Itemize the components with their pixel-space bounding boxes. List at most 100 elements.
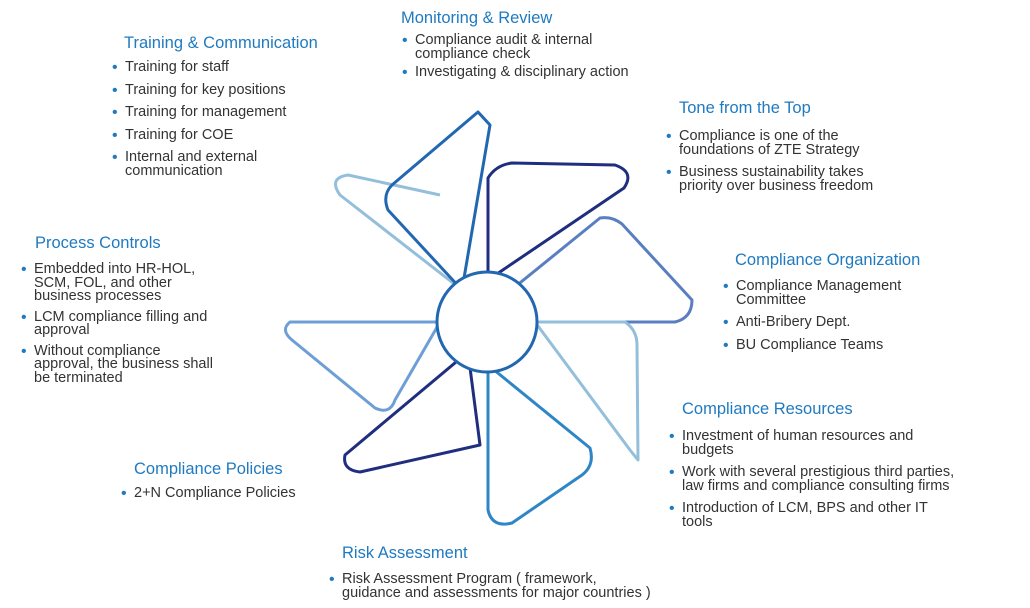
list-item: • Training for COE [111,126,318,144]
item-line: Compliance audit & internal [415,32,593,48]
bullet-icon: • [669,500,675,517]
bullet-icon: • [723,314,729,331]
bullet-icon: • [723,278,729,295]
pinwheel-blade-top-right [486,161,630,282]
item-line: law firms and compliance consulting firm… [682,477,950,494]
item-line: Compliance is one of the [679,128,839,144]
bullet-icon: • [669,428,675,445]
item-line: Anti-Bribery Dept. [736,314,851,330]
item-line: communication [125,162,223,179]
list-item: • Work with several prestigious third par… [668,464,955,494]
section-tone-from-the-top: Tone from the Top • Compliance is one of … [665,98,873,198]
item-line: approval, the business shall [34,356,213,372]
pinwheel-blade-top-left-light [334,173,463,292]
item-line: Compliance Management [736,278,902,294]
section-title: Compliance Organization [735,251,921,269]
bullet-icon: • [669,464,675,481]
section-compliance-organization: Compliance Organization • Compliance Mana… [722,250,920,357]
section-risk-assessment: Risk Assessment • Risk Assessment Program… [328,543,651,605]
item-line: priority over business freedom [679,177,874,194]
bullet-icon: • [723,336,729,354]
section-title: Compliance Policies [134,460,283,478]
bullet-icon: • [21,308,27,326]
list-item: •Training for key positions [111,81,318,98]
item-line: business processes [34,288,162,304]
pinwheel-blade-bottom-left [343,350,482,474]
item-line: Training for management [125,104,287,120]
bullet-icon: • [112,149,118,166]
bullet-icon: • [666,164,672,181]
section-title: Training & Communication [124,34,318,52]
item-line: approval [34,322,90,338]
item-line: Training for staff [125,59,229,75]
list-item: • Embedded into HR-HOL,SCM, FOL, and othe… [20,261,213,304]
list-item: • Investigating & disciplinary action [401,64,629,81]
list-item: • Training for staff [111,59,318,76]
section-title: Compliance Resources [682,400,853,418]
section-title: Risk Assessment [342,544,468,562]
item-line: Training for key positions [125,81,286,98]
pinwheel-blade-left [284,320,442,412]
bullet-list: • Embedded into HR-HOL,SCM, FOL, and othe… [20,261,213,386]
bullet-icon: • [329,571,335,588]
item-line: Introduction of LCM, BPS and other IT [682,500,928,516]
item-line: tools [682,513,713,530]
item-line: Work with several prestigious third part… [682,464,955,480]
item-line: compliance check [415,45,531,62]
bullet-icon: • [112,104,118,121]
pinwheel-hub [435,270,539,374]
list-item: • Training for management [111,104,318,121]
item-line: Embedded into HR-HOL, [34,261,196,277]
list-item: • 2+N Compliance Policies [120,485,296,502]
section-title: Tone from the Top [679,99,811,117]
pinwheel-blade-bottom-right [486,363,593,526]
item-line: Business sustainability takes [679,164,864,180]
item-line: Risk Assessment Program ( framework, [342,571,597,587]
section-monitoring-review: Monitoring & Review •Compliance audit & … [401,8,629,85]
item-line: Committee [736,291,807,308]
bullet-list: •Training for staff •Training for key po… [111,59,318,179]
bullet-icon: • [666,128,672,145]
item-line: Investigating & disciplinary action [415,64,629,80]
item-line: Internal and external [125,149,258,165]
bullet-list: •Risk Assessment Program ( framework,gui… [328,571,651,600]
bullet-icon: • [121,485,127,502]
bullet-icon: • [402,64,408,81]
list-item: •Risk Assessment Program ( framework,gui… [328,571,651,600]
list-item: • Anti-Bribery Dept. [722,314,920,331]
item-line: Training for COE [125,126,234,143]
item-line: Investment of human resources and [682,428,914,444]
item-line: BU Compliance Teams [736,336,884,353]
item-line: budgets [682,441,734,458]
list-item: • BU Compliance Teams [722,336,920,354]
bullet-list: • 2+N Compliance Policies [120,485,296,502]
section-compliance-policies: Compliance Policies • 2+N Compliance Poli… [120,459,296,506]
pinwheel-blade-top-left [384,110,492,292]
bullet-icon: • [21,261,27,278]
section-training-communication: Training & Communication • Training for s… [111,33,318,183]
section-title: Process Controls [35,234,161,252]
item-line: 2+N Compliance Policies [134,485,296,501]
item-line: be terminated [34,369,123,386]
item-line: foundations of ZTE Strategy [679,141,860,158]
bullet-icon: • [112,59,118,76]
bullet-icon: • [112,126,118,144]
pinwheel-blade-right-lower [533,320,640,462]
item-line: Without compliance [34,342,161,359]
section-process-controls: Process Controls • Embedded into HR-HOL,S… [20,233,213,390]
bullet-icon: • [21,342,27,360]
item-line: SCM, FOL, and other [34,274,172,291]
